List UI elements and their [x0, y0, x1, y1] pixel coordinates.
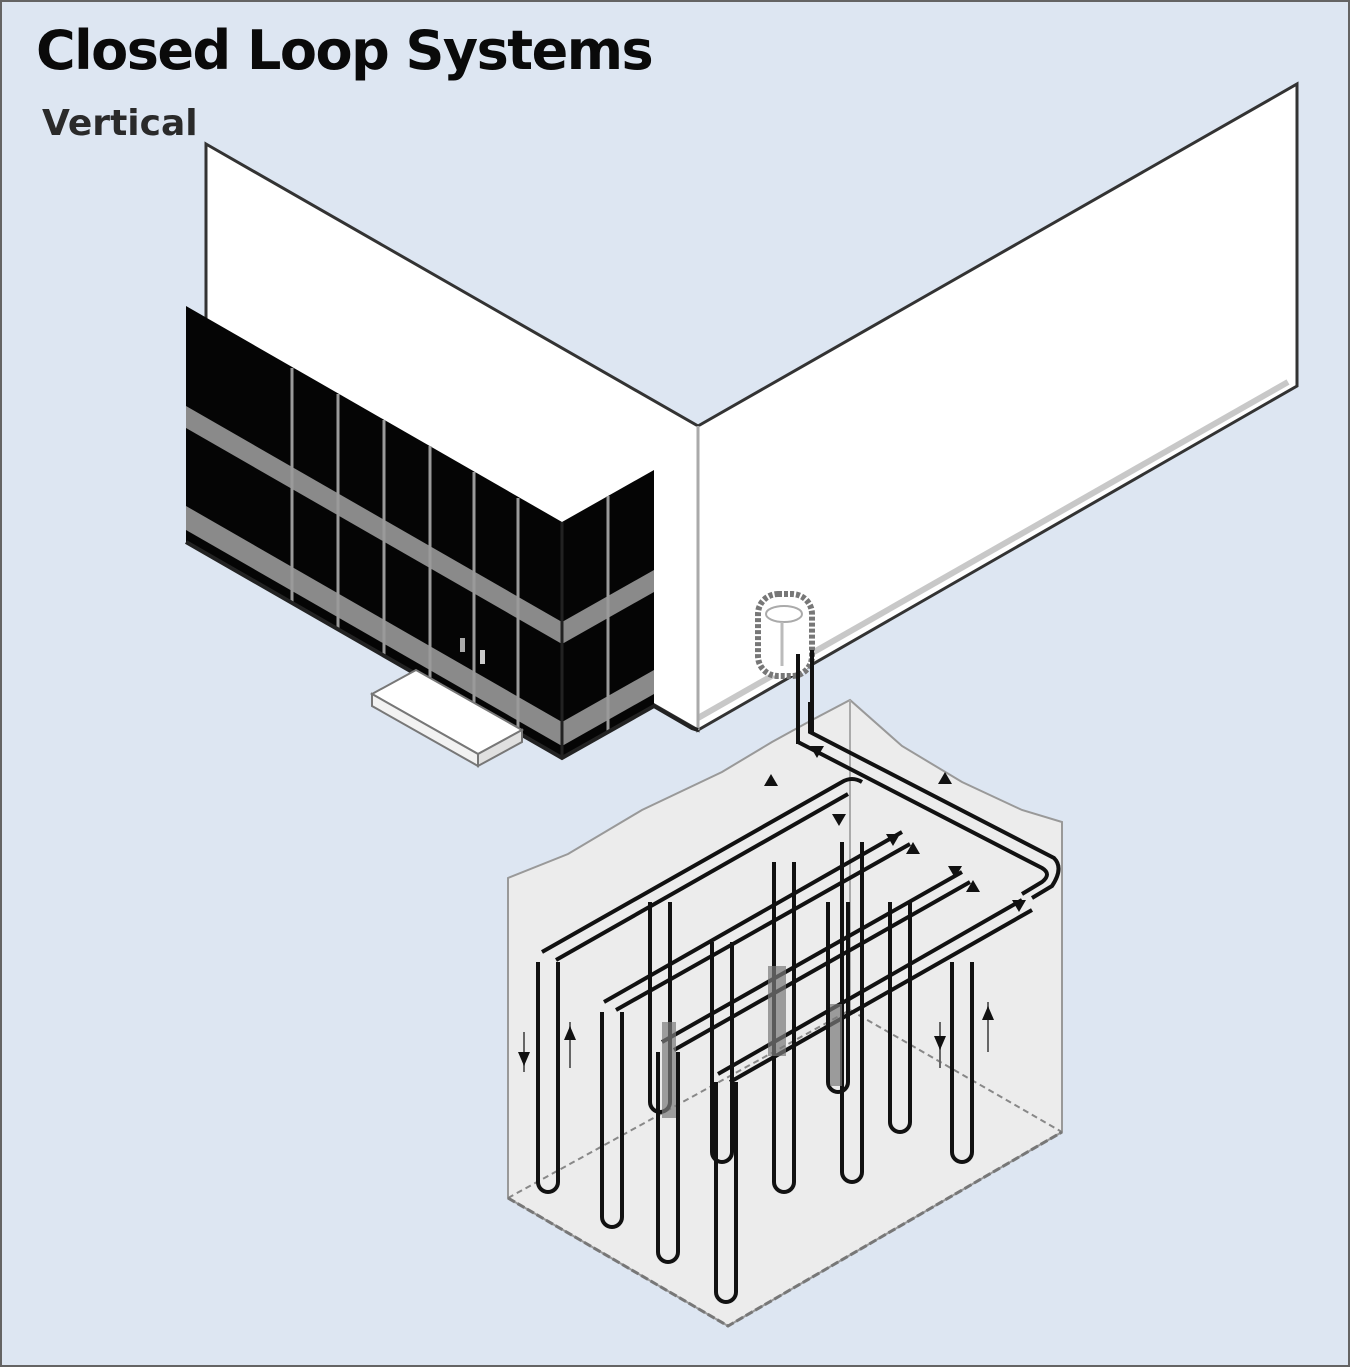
arrow-down-icon — [518, 1052, 530, 1066]
heat-pump-unit — [755, 591, 815, 679]
arrow-down-icon — [810, 746, 824, 758]
riser-pipes — [796, 650, 814, 744]
borehole-7 — [772, 862, 796, 1194]
arrow-up-icon — [564, 1026, 576, 1040]
arrow-up-icon — [906, 842, 920, 854]
borehole-1 — [536, 962, 560, 1194]
spandrel-band-lower — [186, 506, 562, 746]
borehole-3 — [656, 1052, 680, 1264]
spandrel-band-upper — [186, 406, 562, 644]
arrow-up-icon — [764, 774, 778, 786]
arrow-up-icon — [982, 1006, 994, 1020]
flow-arrows — [518, 746, 1026, 1072]
soil-block-bottom-edges — [507, 1130, 1063, 1328]
arrow-down-icon — [1012, 900, 1026, 912]
arrow-up-icon — [966, 880, 980, 892]
borehole-11 — [950, 962, 974, 1164]
grout-shading — [662, 966, 842, 1118]
borehole-10 — [888, 902, 912, 1134]
mullions — [290, 368, 610, 732]
building — [185, 81, 1299, 768]
diagram-subtitle: Vertical — [42, 103, 198, 144]
borehole-8 — [826, 902, 850, 1094]
arrow-down-icon — [832, 814, 846, 826]
borehole-loops — [536, 842, 974, 1304]
borehole-6 — [710, 942, 734, 1164]
arrow-down-icon — [948, 866, 962, 878]
arrow-down-icon — [886, 834, 900, 846]
borehole-4 — [714, 1082, 738, 1304]
diagram-title: Closed Loop Systems — [36, 19, 654, 82]
ground-loop-field — [507, 650, 1063, 1328]
arrow-down-icon — [934, 1036, 946, 1050]
borehole-2 — [600, 1012, 624, 1229]
arrow-up-icon — [938, 772, 952, 784]
borehole-9 — [840, 842, 864, 1184]
door-handle-right — [480, 650, 485, 664]
door-handle-left — [460, 638, 465, 652]
entrance-step — [369, 668, 525, 768]
